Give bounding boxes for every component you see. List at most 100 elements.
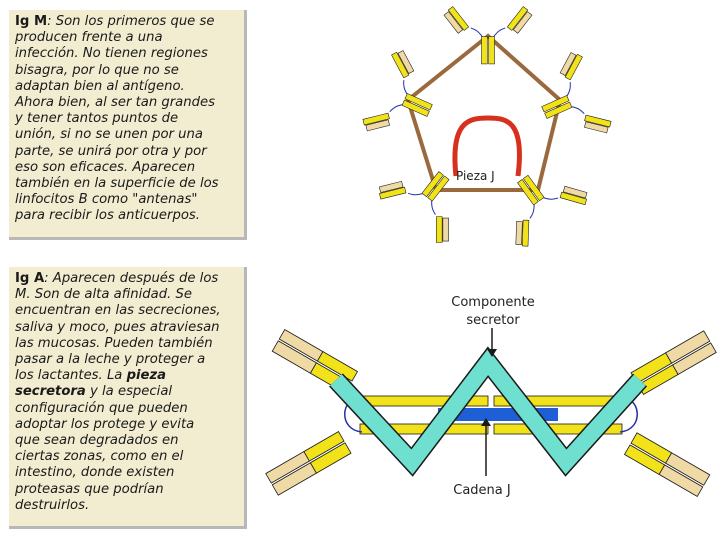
igm-j-piece-label: Pieza J xyxy=(456,169,495,183)
heavy-chain-stem xyxy=(517,179,539,206)
text-line: configuración que pueden xyxy=(15,401,238,417)
igm-pentamer-diagram: Pieza J xyxy=(362,6,612,247)
heavy-chain-fab xyxy=(379,186,407,200)
heavy-chain-fab xyxy=(447,6,470,31)
text-line: los lactantes. La pieza xyxy=(15,368,238,384)
fab-arm-left xyxy=(559,185,588,206)
light-chain xyxy=(512,11,533,34)
text-segment: bisagra, por lo que no se xyxy=(15,62,179,78)
fab-arm-left xyxy=(436,216,449,243)
text-segment: y tener tantos puntos de xyxy=(15,111,179,127)
heavy-chain-fab xyxy=(391,51,410,79)
text-line: Ahora bien, al ser tan grandes xyxy=(15,95,238,111)
fab-arm-right xyxy=(506,6,533,34)
text-line: destruirlos. xyxy=(15,498,238,514)
text-line: unión, si no se unen por una xyxy=(15,127,238,143)
iga-fab-lower-right xyxy=(623,432,711,498)
text-line: proteasas que podrían xyxy=(15,482,238,498)
heavy-chain-fab xyxy=(584,114,612,128)
iga-fab-upper-left xyxy=(271,328,359,394)
text-segment: adoptar los protege y evita xyxy=(15,416,195,432)
light-chain xyxy=(365,119,390,132)
text-line: adaptan bien al antígeno. xyxy=(15,79,238,95)
text-segment: destruirlos. xyxy=(15,497,90,513)
heavy-chain-stem xyxy=(481,36,488,65)
secretory-component-label-1: Componente xyxy=(451,295,534,310)
text-segment: y la especial xyxy=(85,384,173,400)
text-line: que sean degradados en xyxy=(15,433,238,449)
text-segment: : Son los primeros que se xyxy=(47,14,215,29)
text-line: intestino, donde existen xyxy=(15,465,238,481)
light-chain xyxy=(442,217,449,242)
light-chain xyxy=(378,180,404,193)
heavy-chain-stem xyxy=(401,99,430,117)
text-segment: unión, si no se unen por una xyxy=(15,127,203,143)
light-chain xyxy=(265,450,310,484)
text-segment: M. Son de alta afinidad. Se xyxy=(15,287,192,303)
secretory-component-label-2: secretor xyxy=(466,313,520,328)
igm-monomer-right xyxy=(541,52,612,134)
fab-arm-right xyxy=(515,219,530,247)
light-chain xyxy=(443,11,464,34)
hinge-region xyxy=(529,197,559,219)
fab-arm-right xyxy=(391,50,415,79)
heavy-chain-fab xyxy=(521,219,530,247)
light-chain xyxy=(672,342,717,376)
light-chain xyxy=(271,462,317,496)
light-chain xyxy=(559,52,577,76)
igm-monomer-bottom-right xyxy=(515,174,588,247)
j-chain-pointer-arrowhead xyxy=(481,418,491,426)
fab-arm-right xyxy=(378,180,407,200)
light-chain xyxy=(658,464,704,498)
text-segment: que sean degradados en xyxy=(15,433,179,449)
light-chain xyxy=(665,330,711,364)
light-chain xyxy=(515,221,523,245)
text-segment: infección. No tienen regiones xyxy=(15,46,208,62)
text-line: producen frente a una xyxy=(15,30,238,46)
igm-monomer-bottom-left xyxy=(378,171,450,243)
light-chain xyxy=(397,50,415,74)
iga-heavy-chain-bottom-right xyxy=(493,423,623,435)
secretory-pointer-arrowhead xyxy=(487,349,497,357)
j-chain-label: Cadena J xyxy=(453,483,510,498)
iga-secretory-component-fill xyxy=(330,348,646,475)
text-segment: eso son eficaces. Aparecen xyxy=(15,159,196,175)
text-segment: los lactantes. La xyxy=(15,368,127,384)
light-chain xyxy=(665,452,711,486)
igm-monomer-top xyxy=(443,6,533,65)
text-segment: linfocitos B como "antenas" xyxy=(15,192,198,208)
bold-term: pieza xyxy=(126,368,167,384)
text-segment: parte, se unirá por otra y por xyxy=(15,143,207,159)
text-line: las mucosas. Pueden también xyxy=(15,336,238,352)
text-segment: también en la superficie de los xyxy=(15,176,219,192)
igm-j-piece xyxy=(452,115,522,177)
text-segment: : Aparecen después de los xyxy=(44,271,219,286)
light-chain xyxy=(278,328,324,362)
text-line: y tener tantos puntos de xyxy=(15,111,238,127)
text-line: también en la superficie de los xyxy=(15,176,238,192)
light-chain xyxy=(584,121,609,134)
heavy-chain-stem xyxy=(544,101,573,119)
text-line: parte, se unirá por otra y por xyxy=(15,144,238,160)
text-line: encuentran en las secreciones, xyxy=(15,303,238,319)
heavy-chain-stem xyxy=(541,95,570,113)
text-line: ciertas zonas, como en el xyxy=(15,449,238,465)
text-line: pasar a la leche y proteger a xyxy=(15,352,238,368)
text-segment: proteasas que podrían xyxy=(15,481,164,497)
bold-term: secretora xyxy=(15,384,86,400)
fab-arm-left xyxy=(559,52,583,81)
iga-fab-lower-left xyxy=(265,430,352,496)
iga-dimer-diagram: Componente secretor Cadena J xyxy=(265,295,717,498)
text-line: eso son eficaces. Aparecen xyxy=(15,160,238,176)
text-segment: Ahora bien, al ser tan grandes xyxy=(15,95,215,111)
text-segment: saliva y moco, pues atraviesan xyxy=(15,319,220,335)
text-segment: pasar a la leche y proteger a xyxy=(15,352,206,368)
igm-pentamer-ring xyxy=(405,33,563,192)
text-line: linfocitos B como "antenas" xyxy=(15,192,238,208)
bold-term: Ig A xyxy=(15,271,45,286)
text-line: Ig M: Son los primeros que se xyxy=(15,14,238,30)
heavy-chain-fab xyxy=(506,6,529,31)
text-line: infección. No tienen regiones xyxy=(15,46,238,62)
